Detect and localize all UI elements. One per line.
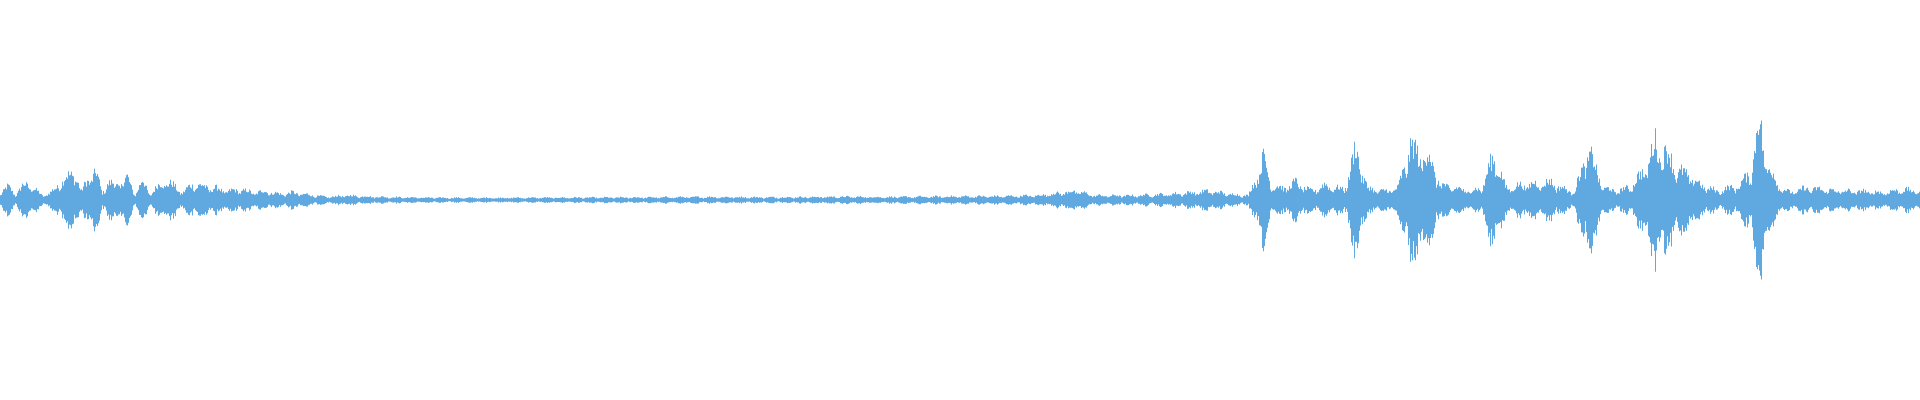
waveform-bars [0,120,1920,280]
